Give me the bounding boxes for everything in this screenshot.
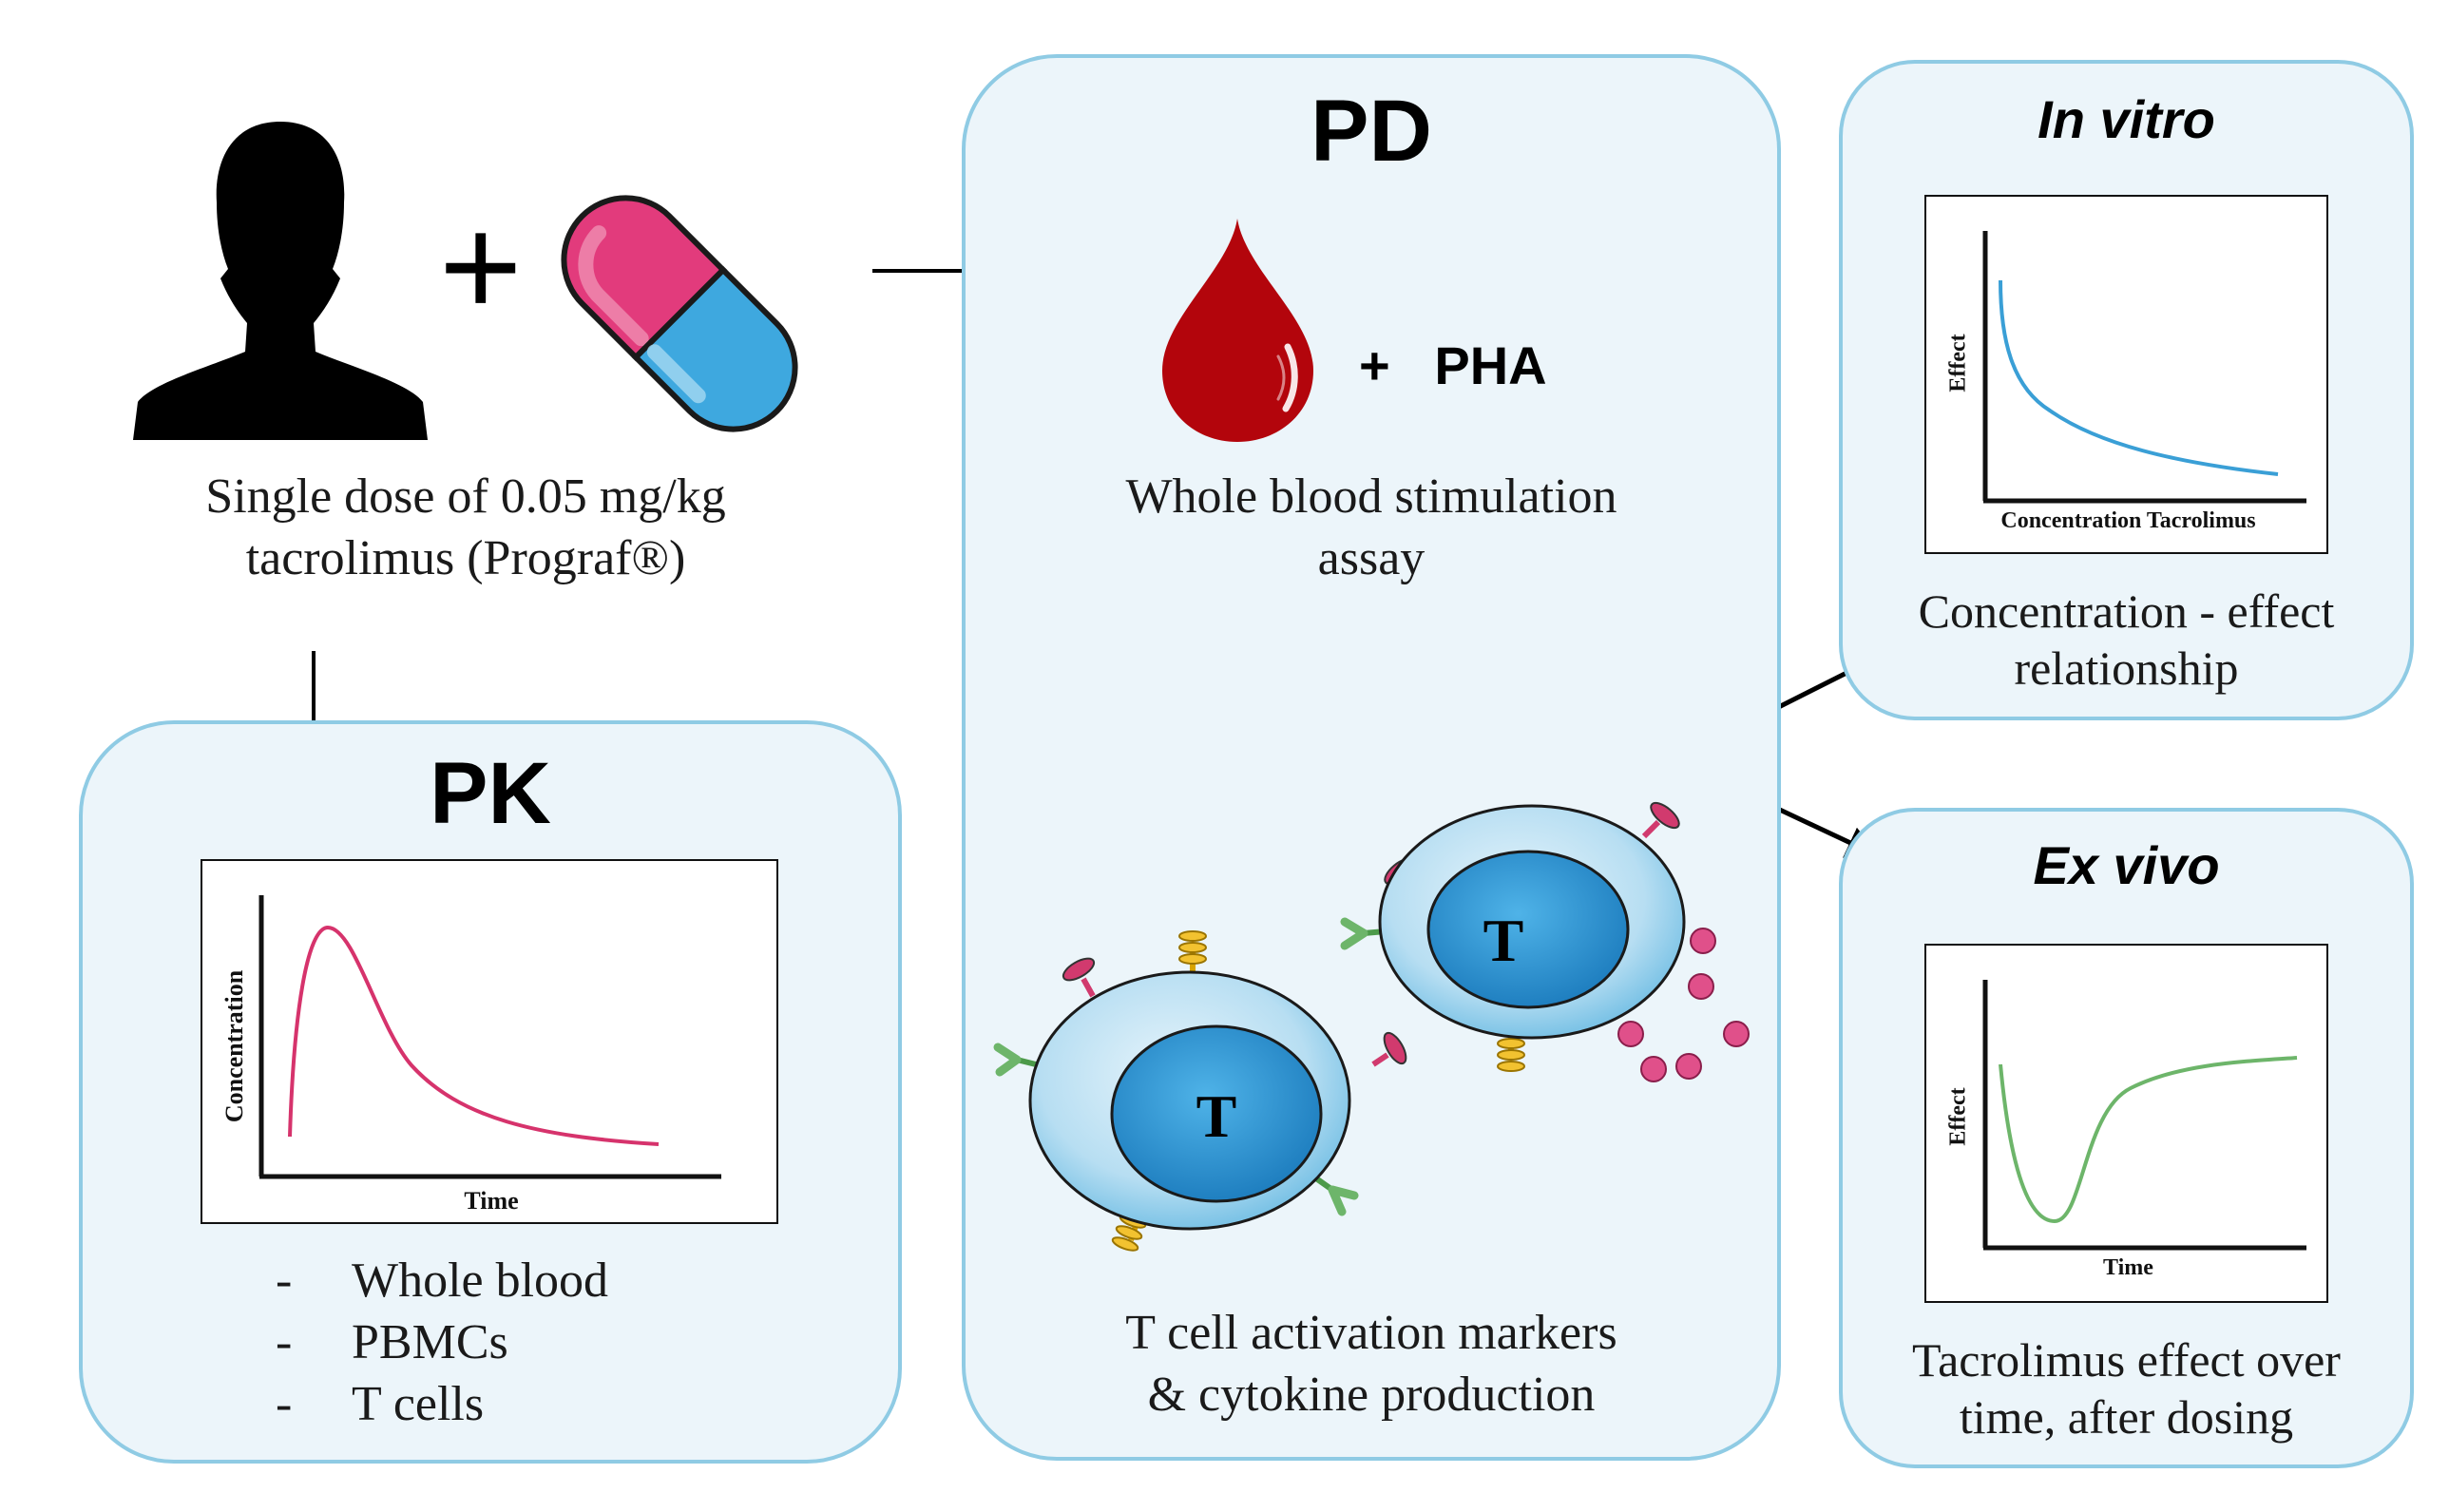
pk-ylabel: Concentration <box>220 969 248 1123</box>
plus-sign: + <box>439 186 523 346</box>
in-vitro-caption-line1: Concentration - effect <box>1918 584 2335 638</box>
markers-line2: & cytokine production <box>1147 1368 1596 1422</box>
pd-panel <box>962 54 1781 1461</box>
pd-title: PD <box>1311 83 1432 180</box>
in-vitro-graph: Effect Concentration Tacrolimus <box>1924 195 2328 554</box>
capsule-icon <box>561 195 798 432</box>
list-label: Whole blood <box>352 1254 609 1308</box>
person-silhouette-icon <box>133 122 428 440</box>
ex-vivo-graph: Effect Time <box>1924 944 2328 1303</box>
in-vitro-ylabel: Effect <box>1945 334 1971 392</box>
assay-line2: assay <box>1317 531 1425 585</box>
t-cell-right-label: T <box>1483 907 1524 974</box>
dose-caption-line2: tacrolimus (Prograf®) <box>245 531 686 585</box>
cytokine-dot-icon <box>1617 928 1750 1082</box>
dose-caption-line1: Single dose of 0.05 mg/kg <box>205 469 726 524</box>
in-vitro-caption-line2: relationship <box>2014 641 2239 695</box>
receptor-pink <box>1062 957 1407 1067</box>
assay-line1: Whole blood stimulation <box>1125 469 1617 524</box>
plus-pha-label: + PHA <box>1359 335 1547 395</box>
pk-graph: Concentration Time <box>201 859 778 1224</box>
list-dash: - <box>276 1254 293 1308</box>
ex-vivo-ylabel: Effect <box>1945 1087 1971 1146</box>
receptor-green <box>993 1043 1359 1216</box>
in-vitro-title: In vitro <box>2038 89 2215 149</box>
list-dash: - <box>276 1377 293 1431</box>
ex-vivo-xlabel: Time <box>2103 1255 2153 1280</box>
pk-curve <box>258 895 721 1179</box>
list-label: PBMCs <box>352 1315 508 1369</box>
t-cell-illustration <box>993 801 1750 1252</box>
markers-line1: T cell activation markers <box>1125 1306 1617 1360</box>
blood-drop-icon <box>1162 219 1313 442</box>
ex-vivo-title: Ex vivo <box>2033 835 2220 895</box>
pk-xlabel: Time <box>464 1187 519 1215</box>
pk-title: PK <box>430 745 551 842</box>
ex-vivo-curve <box>1982 980 2306 1251</box>
t-cell-left-label: T <box>1196 1082 1237 1150</box>
list-label: T cells <box>352 1377 485 1431</box>
ex-vivo-caption-line2: time, after dosing <box>1959 1390 2294 1444</box>
in-vitro-xlabel: Concentration Tacrolimus <box>2000 508 2256 533</box>
ex-vivo-caption-line1: Tacrolimus effect over <box>1912 1333 2341 1387</box>
in-vitro-curve <box>1982 231 2306 504</box>
list-dash: - <box>276 1315 293 1369</box>
